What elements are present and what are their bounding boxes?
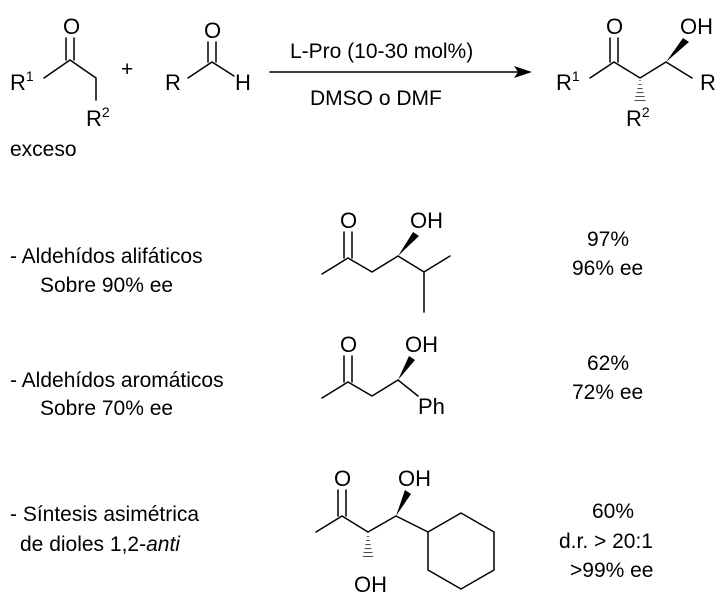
example-diol-dr: d.r. > 20:1 [559,530,653,553]
example-aliphatic-ee: 96% ee [572,257,643,280]
example-diol: - Síntesis asimétrica de dioles 1,2-anti… [10,466,654,597]
aldehyde-structure: O R H [165,18,251,95]
example-diol-title: - Síntesis asimétrica [10,503,199,526]
product-hydroxyl: OH [680,14,713,39]
example-diol-yield: 60% [592,500,634,523]
example-aromatic-subtitle: Sobre 70% ee [40,397,173,420]
ketone-excess-note: exceso [10,138,77,161]
ketone-r1-label: R1 [10,68,34,95]
example-aromatic-bonds [321,355,419,399]
example-diol-bonds [315,489,495,590]
example-diol-subtitle: de dioles 1,2-anti [20,533,181,556]
ketone-structure: O R1 R2 exceso [10,14,110,161]
example-aliphatic-title: - Aldehídos alifáticos [10,245,203,268]
plus-sign: + [121,58,133,81]
example-aromatic-oxygen: O [340,332,357,357]
ketone-bonds [43,37,97,101]
example-aliphatic-wedge [398,232,419,256]
example-aliphatic-yield: 97% [587,228,629,251]
reaction-arrow: L-Pro (10-30 mol%) DMSO o DMF [269,40,532,110]
aldehyde-oxygen: O [204,18,221,43]
example-diol-wedge [396,490,411,516]
example-aromatic-yield: 62% [587,352,629,375]
aldehyde-h-label: H [235,70,251,95]
example-aliphatic-subtitle: Sobre 90% ee [40,274,173,297]
example-aliphatic: - Aldehídos alifáticos Sobre 90% ee O OH… [10,208,643,313]
example-diol-hydroxyl-bottom: OH [354,572,387,597]
product-oxygen: O [606,14,623,39]
product-r1-label: R1 [556,68,580,95]
product-bonds [589,37,693,79]
example-aliphatic-oxygen: O [340,208,357,233]
example-diol-hash [362,532,374,560]
arrow-head [514,66,532,78]
conditions-catalyst: L-Pro (10-30 mol%) [290,40,473,63]
example-diol-oxygen: O [334,466,351,491]
product-r2-label: R2 [626,104,650,131]
example-aliphatic-hydroxyl: OH [410,208,443,233]
product-oh-wedge [666,38,689,62]
example-aromatic-wedge [398,356,415,380]
example-aromatic-phenyl: Ph [418,394,445,419]
aldehyde-bonds [187,41,235,79]
example-aromatic-title: - Aldehídos aromáticos [10,369,224,392]
aldehyde-r-label: R [165,70,181,95]
product-r2-hash [634,78,646,102]
example-aromatic: - Aldehídos aromáticos Sobre 70% ee O OH… [10,332,643,420]
conditions-solvent: DMSO o DMF [310,87,442,110]
product-structure: O OH R1 R2 R [556,14,716,131]
example-aliphatic-bonds [321,231,451,313]
ketone-oxygen: O [63,14,80,39]
ketone-r2-label: R2 [86,104,110,131]
product-r-label: R [700,70,716,95]
example-aromatic-ee: 72% ee [572,381,643,404]
example-diol-hydroxyl-top: OH [398,466,431,491]
example-aromatic-hydroxyl: OH [405,332,438,357]
example-diol-ee: >99% ee [570,559,654,582]
